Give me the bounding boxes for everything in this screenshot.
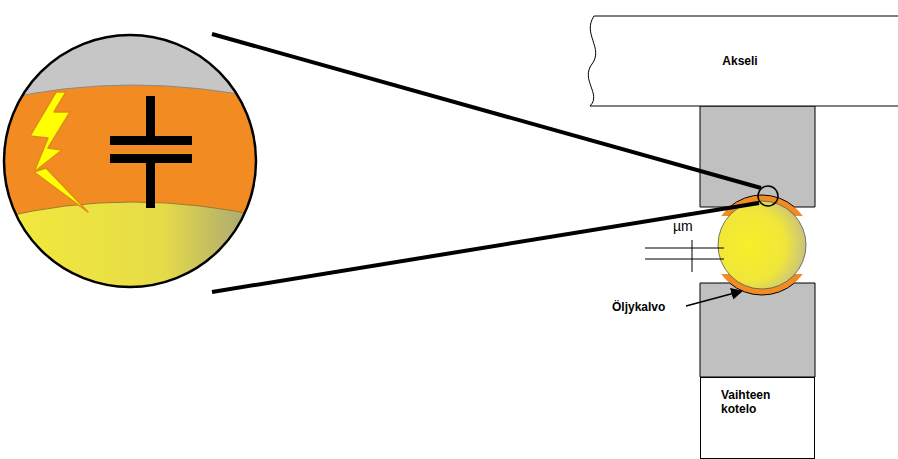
shaft-outline	[588, 16, 898, 106]
dimension-unit: µm	[673, 218, 693, 235]
outer-ring	[700, 106, 815, 207]
dimension-tick	[692, 240, 693, 272]
magnifier-circle	[4, 35, 256, 287]
rolling-ball	[718, 201, 806, 289]
magnified-film	[0, 20, 270, 320]
leader-arrow	[686, 291, 742, 306]
part-name: Akseli	[722, 54, 757, 68]
shaft-box: Akseli	[582, 16, 898, 106]
spark-symbol	[30, 92, 88, 212]
part-name: Öljykalvo	[612, 300, 665, 314]
part-name: Vaihteen kotelo	[721, 388, 793, 417]
zoom-line	[212, 203, 759, 292]
housing-box: Vaihteen kotelo	[700, 377, 815, 459]
dimension-line	[645, 248, 724, 249]
zoom-spot	[758, 186, 778, 206]
capacitor-symbol	[110, 96, 192, 208]
dimension-line	[645, 259, 724, 260]
